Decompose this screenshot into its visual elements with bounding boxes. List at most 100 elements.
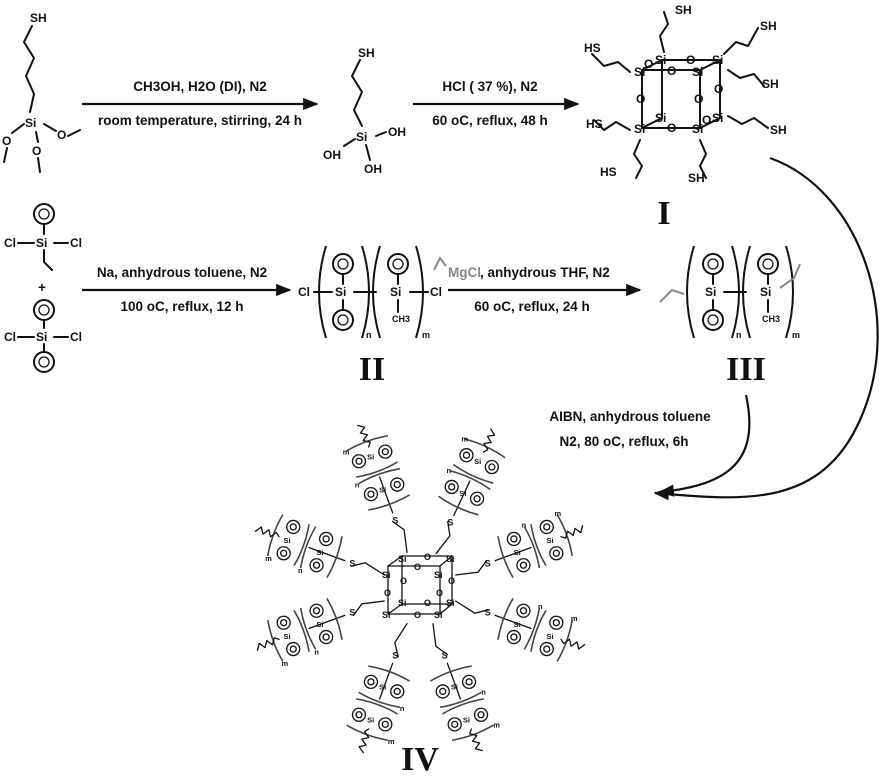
atom-label: Si (398, 554, 407, 564)
sulfur-atom: S (349, 558, 355, 568)
phenyl-ring (310, 559, 323, 572)
phenyl-ring-inner (314, 562, 320, 568)
subscript-label: n (447, 466, 452, 475)
subscript-m: m (792, 330, 800, 340)
step5-conditions-top: AIBN, anhydrous toluene (549, 409, 711, 424)
phenyl-ring-inner (511, 536, 517, 542)
silicon-atom: Si (514, 620, 521, 629)
atom-label: O (714, 82, 723, 96)
phenyl-ring (379, 445, 392, 458)
step1-conditions-bottom: room temperature, stirring, 24 h (98, 113, 302, 128)
phenyl-ring (507, 532, 520, 545)
mptms-molecule: SH Si O O O (2, 11, 80, 172)
atom-label: O (384, 588, 391, 598)
subscript-label: m (493, 721, 500, 730)
subscript-n: n (366, 330, 372, 340)
atom-label: Si (712, 53, 723, 67)
atom-label: O (57, 128, 66, 142)
atom-label: Si (446, 598, 455, 608)
atom-label: O (414, 610, 421, 620)
atom-label: Si (655, 111, 666, 125)
step3-conditions-top: Na, anhydrous toluene, N2 (97, 265, 267, 280)
atom-label: HS (600, 165, 617, 179)
phenyl-ring-inner (356, 712, 362, 718)
atom-label: Cl (4, 330, 16, 344)
atom-label: SH (358, 46, 375, 60)
star-polymer-arms: SSinSimSSinSimSSinSimSSinSimSSinSimSSinS… (255, 426, 584, 753)
subscript-label: m (265, 554, 272, 563)
phenyl-ring (310, 604, 323, 617)
phenyl-ring (540, 520, 553, 533)
phenyl-ring-inner (323, 634, 329, 640)
phenyl-ring-inner (520, 562, 526, 568)
sulfur-atom: S (442, 651, 448, 661)
dichlorosilane-monomers: Si Cl Cl + Si Cl Cl (4, 204, 82, 372)
atom-label: Si (692, 65, 703, 79)
phenyl-ring (287, 643, 300, 656)
vinylmagnesium-reagent: MgCl (448, 265, 481, 280)
compound-label-II: II (359, 351, 385, 388)
atom-label: OH (364, 162, 382, 176)
phenyl-ring (485, 461, 498, 474)
silicon-atom: Si (547, 536, 554, 545)
atom-label: OH (323, 148, 341, 162)
phenyl-ring (475, 708, 488, 721)
repeat-bracket (557, 515, 572, 556)
subscript-label: n (522, 521, 527, 530)
atom-label: O (644, 57, 653, 71)
atom-label: Si (705, 285, 716, 299)
phenyl-ring (287, 520, 300, 533)
phenyl-ring (352, 708, 365, 721)
phenyl-ring (364, 488, 377, 501)
propyl-linker (353, 601, 384, 615)
phenyl-ring-inner (463, 452, 469, 458)
step2-conditions-bottom: 60 oC, reflux, 48 h (432, 113, 548, 128)
phenyl-ring-inner (511, 634, 517, 640)
phenyl-ring-inner (440, 688, 446, 694)
methyl-label: CH3 (762, 314, 780, 324)
compound-label-I: I (657, 195, 670, 232)
atom-label: SH (770, 123, 787, 137)
atom-label: Si (356, 130, 367, 144)
phenyl-ring-inner (290, 646, 296, 652)
subscript-n: n (736, 330, 742, 340)
phenyl-ring-inner (489, 464, 495, 470)
atom-label: O (448, 576, 455, 586)
phenyl-ring (391, 685, 404, 698)
phenyl-ring (550, 547, 563, 560)
atom-label: O (424, 552, 431, 562)
step3-conditions-bottom: 100 oC, reflux, 12 h (120, 299, 243, 314)
step4-conditions-top: , anhydrous THF, N2 (480, 265, 610, 280)
atom-label: Si (335, 285, 346, 299)
step2-conditions-top: HCl ( 37 %), N2 (442, 79, 537, 94)
atom-label: O (686, 53, 695, 67)
phenyl-ring-inner (466, 679, 472, 685)
phenyl-ring-inner (356, 458, 362, 464)
atom-label: Si (36, 330, 47, 344)
phenyl-ring-inner (382, 721, 388, 727)
atom-label: O (667, 121, 676, 135)
subscript-label: n (538, 602, 543, 611)
atom-label: OH (388, 125, 406, 139)
subscript-label: m (388, 737, 395, 746)
silicon-atom: Si (514, 548, 521, 557)
phenyl-ring (364, 675, 377, 688)
subscript-label: m (281, 659, 288, 668)
atom-label: SH (760, 19, 777, 33)
atom-label: Si (36, 236, 47, 250)
polysilane-cl-molecule: Cl Si n Si CH3 m Cl (298, 246, 442, 340)
silicon-atom: Si (367, 452, 374, 461)
atom-label: O (636, 92, 645, 106)
sulfur-atom: S (485, 608, 491, 618)
atom-label: HS (586, 117, 603, 131)
atom-label: SH (688, 171, 705, 185)
subscript-label: n (481, 688, 486, 697)
atom-label: Cl (430, 285, 442, 299)
atom-label: Cl (70, 236, 82, 250)
step5-conditions-bottom: N2, 80 oC, reflux, 6h (559, 434, 688, 449)
silicon-atom: Si (459, 489, 466, 498)
silanetriol-molecule: SH Si OH OH OH (323, 46, 406, 176)
repeat-bracket (465, 439, 505, 458)
phenyl-ring-inner (323, 536, 329, 542)
